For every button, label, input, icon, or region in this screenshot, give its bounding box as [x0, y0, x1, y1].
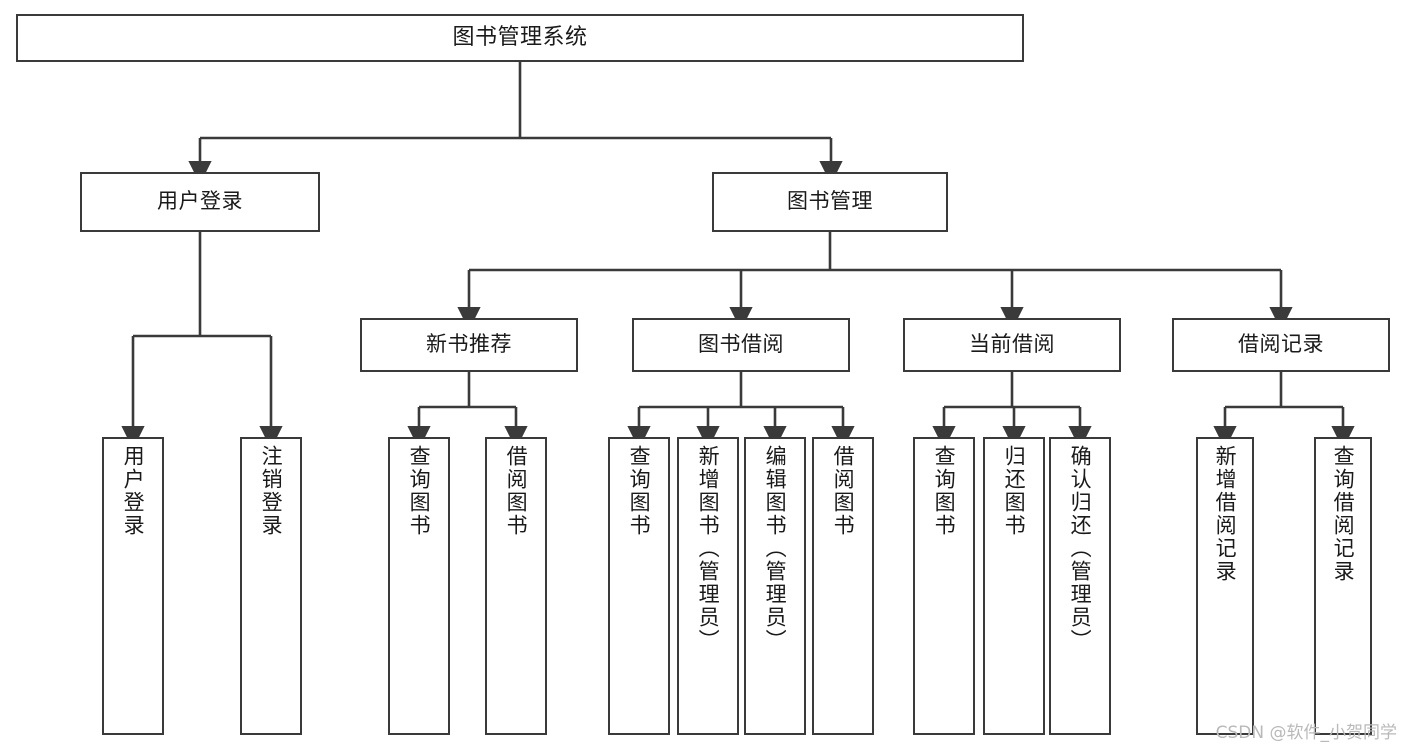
node-current-borrow-label: 当前借阅: [969, 332, 1055, 357]
node-leaf-bb-borrow-label: 借阅图书: [831, 445, 856, 537]
node-leaf-cb-return-label: 归还图书: [1002, 445, 1027, 537]
node-leaf-cb-confirm[interactable]: 确认归还（管理员）: [1049, 437, 1111, 735]
node-user-login-label: 用户登录: [157, 189, 243, 214]
node-leaf-br-add[interactable]: 新增借阅记录: [1196, 437, 1254, 735]
node-leaf-user-login[interactable]: 用户登录: [102, 437, 164, 735]
node-user-login[interactable]: 用户登录: [80, 172, 320, 232]
node-leaf-nbr-query-label: 查询图书: [407, 445, 432, 537]
node-leaf-br-query-label: 查询借阅记录: [1331, 445, 1356, 583]
node-new-book-recommend[interactable]: 新书推荐: [360, 318, 578, 372]
node-leaf-user-logout-label: 注销登录: [259, 445, 284, 537]
node-leaf-nbr-borrow[interactable]: 借阅图书: [485, 437, 547, 735]
node-leaf-br-add-label: 新增借阅记录: [1213, 445, 1238, 583]
node-leaf-bb-edit-label: 编辑图书（管理员）: [763, 445, 788, 652]
node-leaf-nbr-borrow-label: 借阅图书: [504, 445, 529, 537]
node-book-manage-label: 图书管理: [787, 189, 873, 214]
node-leaf-bb-borrow[interactable]: 借阅图书: [812, 437, 874, 735]
node-leaf-bb-edit[interactable]: 编辑图书（管理员）: [744, 437, 806, 735]
node-leaf-br-query[interactable]: 查询借阅记录: [1314, 437, 1372, 735]
node-book-manage[interactable]: 图书管理: [712, 172, 948, 232]
node-leaf-cb-return[interactable]: 归还图书: [983, 437, 1045, 735]
node-leaf-bb-add[interactable]: 新增图书（管理员）: [677, 437, 739, 735]
node-root[interactable]: 图书管理系统: [16, 14, 1024, 62]
node-leaf-bb-add-label: 新增图书（管理员）: [696, 445, 721, 652]
node-root-label: 图书管理系统: [452, 24, 588, 50]
node-leaf-nbr-query[interactable]: 查询图书: [388, 437, 450, 735]
node-borrow-record[interactable]: 借阅记录: [1172, 318, 1390, 372]
node-book-borrow[interactable]: 图书借阅: [632, 318, 850, 372]
node-leaf-user-login-label: 用户登录: [121, 445, 146, 537]
node-leaf-bb-query[interactable]: 查询图书: [608, 437, 670, 735]
node-borrow-record-label: 借阅记录: [1238, 332, 1324, 357]
csdn-watermark: CSDN @软件_小贺同学: [1215, 723, 1397, 743]
node-new-book-recommend-label: 新书推荐: [426, 332, 512, 357]
node-leaf-bb-query-label: 查询图书: [627, 445, 652, 537]
node-book-borrow-label: 图书借阅: [698, 332, 784, 357]
node-leaf-user-logout[interactable]: 注销登录: [240, 437, 302, 735]
node-leaf-cb-query-label: 查询图书: [932, 445, 957, 537]
node-current-borrow[interactable]: 当前借阅: [903, 318, 1121, 372]
node-leaf-cb-confirm-label: 确认归还（管理员）: [1068, 445, 1093, 652]
node-leaf-cb-query[interactable]: 查询图书: [913, 437, 975, 735]
